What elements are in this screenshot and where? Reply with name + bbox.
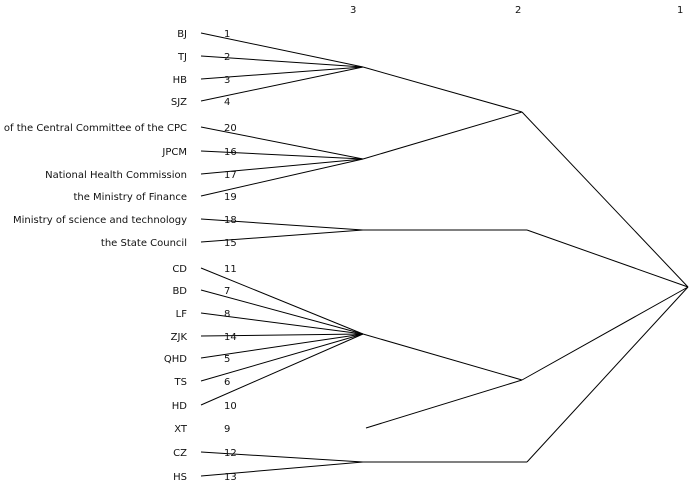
leaf-edge <box>200 451 364 463</box>
leaf-id: 12 <box>224 448 237 459</box>
leaf-name: LF <box>176 309 188 320</box>
leaf-name: the State Council <box>101 238 187 249</box>
leaf-id: 20 <box>224 123 237 134</box>
leaf-edge <box>200 66 364 102</box>
leaf-edge <box>200 32 364 68</box>
leaf-edge <box>200 126 364 160</box>
leaf-id: 9 <box>224 424 230 435</box>
leaf-edge <box>200 55 364 68</box>
leaf-name: ZJK <box>171 332 188 343</box>
leaf-edge <box>200 158 364 197</box>
leaf-edge <box>200 150 364 160</box>
cluster-edge <box>365 379 523 429</box>
root-edge <box>521 286 689 381</box>
leaf-names: BJ TJ HB SJZ Political Bureau of the Central… <box>0 29 188 483</box>
leaf-name: HD <box>172 401 188 412</box>
leaf-name: BD <box>172 286 187 297</box>
leaf-id: 7 <box>224 286 230 297</box>
dendrogram-edges <box>200 32 689 477</box>
leaf-name: BJ <box>177 29 187 40</box>
root-edge <box>526 229 689 288</box>
leaf-id: 8 <box>224 309 230 320</box>
leaf-id: 10 <box>224 401 237 412</box>
leaf-edge <box>200 66 364 80</box>
leaf-edge <box>200 333 364 337</box>
cluster-edge <box>362 333 523 381</box>
leaf-edge <box>200 267 364 335</box>
leaf-name: QHD <box>164 354 187 365</box>
leaf-name: SJZ <box>171 97 187 108</box>
leaf-name: the Ministry of Finance <box>73 192 187 203</box>
leaf-edge <box>200 333 364 359</box>
leaf-name: HB <box>173 75 188 86</box>
leaf-name: Political Bureau of the Central Committe… <box>0 123 187 134</box>
leaf-name: National Health Commission <box>45 170 187 181</box>
leaf-edge <box>200 461 364 477</box>
cluster-edge <box>362 66 523 113</box>
leaf-id: 19 <box>224 192 237 203</box>
leaf-name: CD <box>172 264 187 275</box>
leaf-id: 2 <box>224 52 230 63</box>
leaf-name: JPCM <box>161 147 187 158</box>
leaf-name: TJ <box>177 52 187 63</box>
leaf-id: 4 <box>224 97 230 108</box>
leaf-edge <box>200 333 364 382</box>
leaf-edge <box>200 333 364 406</box>
root-edge <box>521 111 689 288</box>
leaf-id: 15 <box>224 238 237 249</box>
leaf-id: 11 <box>224 264 237 275</box>
leaf-id: 6 <box>224 377 230 388</box>
leaf-id: 1 <box>224 29 230 40</box>
leaf-name: CZ <box>173 448 187 459</box>
root-edge <box>526 286 689 463</box>
leaf-id: 18 <box>224 215 237 226</box>
leaf-id: 14 <box>224 332 237 343</box>
leaf-name: XT <box>174 424 188 435</box>
level-label-1: 1 <box>677 5 683 16</box>
leaf-edge <box>200 218 364 231</box>
leaf-edge <box>200 289 364 335</box>
leaf-edge <box>200 158 364 175</box>
leaf-id: 16 <box>224 147 237 158</box>
leaf-name: Ministry of science and technology <box>13 215 187 226</box>
level-label-2: 2 <box>515 5 521 16</box>
leaf-id: 17 <box>224 170 237 181</box>
cluster-edge <box>362 111 523 160</box>
leaf-name: HS <box>173 472 187 483</box>
leaf-id: 5 <box>224 354 230 365</box>
level-label-3: 3 <box>350 5 356 16</box>
leaf-id: 3 <box>224 75 230 86</box>
leaf-edge <box>200 312 364 335</box>
leaf-name: TS <box>174 377 187 388</box>
leaf-edge <box>200 229 364 243</box>
leaf-id: 13 <box>224 472 237 483</box>
